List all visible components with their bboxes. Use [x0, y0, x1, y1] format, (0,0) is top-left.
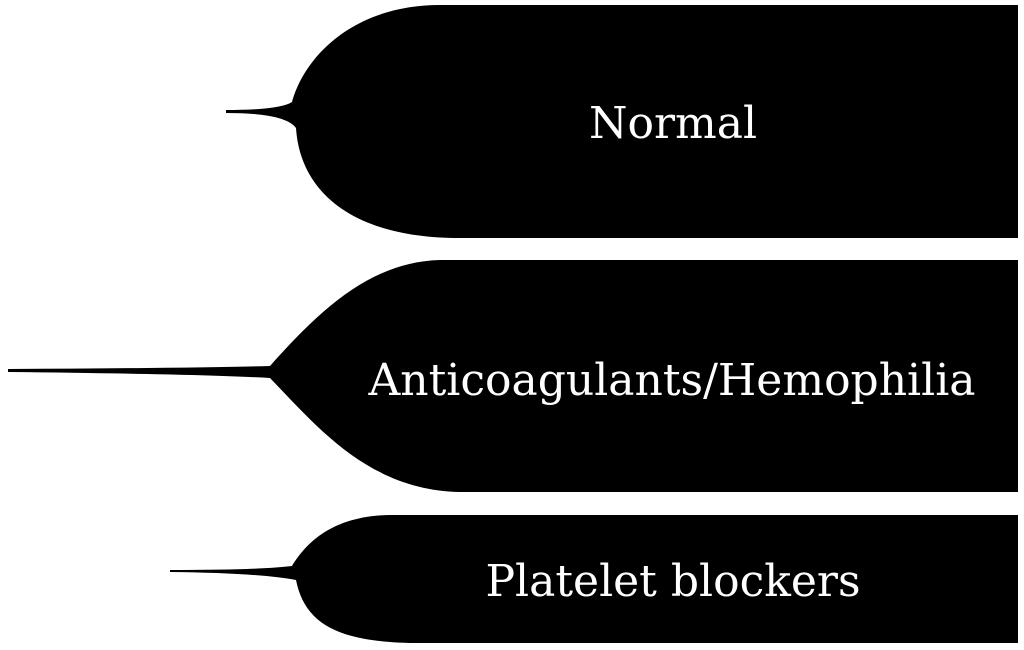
label-platelet-blockers: Platelet blockers [485, 556, 860, 607]
profile-normal: Normal [226, 5, 1018, 238]
label-anticoagulants: Anticoagulants/Hemophilia [367, 355, 975, 406]
profile-anticoagulants: Anticoagulants/Hemophilia [8, 260, 1018, 492]
label-normal: Normal [589, 98, 757, 149]
profile-normal-shape [226, 5, 1018, 238]
profile-anticoagulants-shape [8, 260, 1018, 492]
profile-platelet-blockers: Platelet blockers [170, 515, 1018, 643]
profile-platelet-blockers-shape [170, 515, 1018, 643]
